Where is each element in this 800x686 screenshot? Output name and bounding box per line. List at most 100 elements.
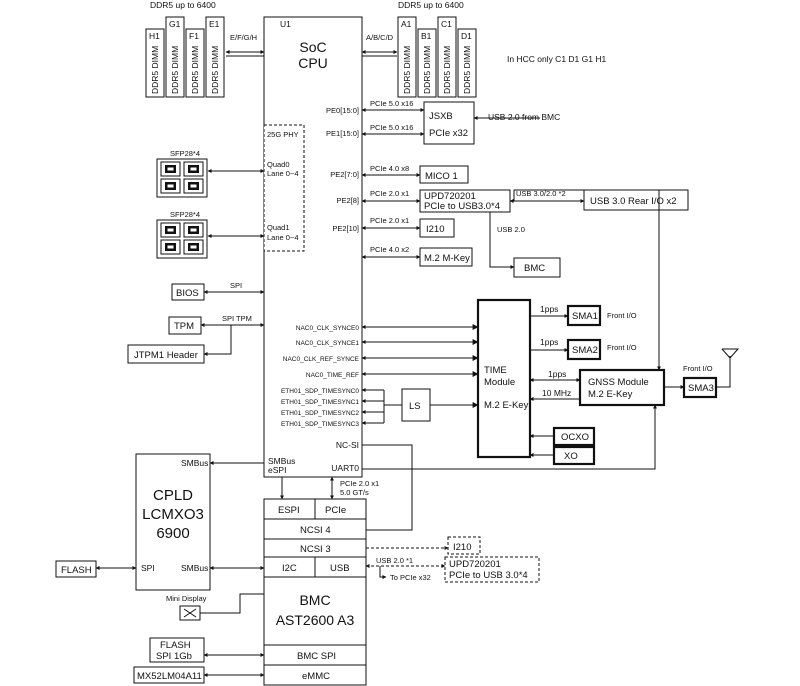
mico-box <box>419 165 469 184</box>
cpld-label-1: CPLD <box>153 487 193 504</box>
mini-display-label: Mini Display <box>166 594 207 603</box>
link-pcie40x2: PCIe 4.0 x2 <box>370 245 409 254</box>
time-label-2: Module <box>484 377 515 388</box>
bmc-ncsi3: NCSI 3 <box>300 544 331 555</box>
cpld-label-3: 6900 <box>156 525 189 542</box>
sfp-label-1: SFP28*4 <box>170 149 200 158</box>
cpld-smbus-bot: SMBus <box>181 563 208 573</box>
ls-label: LS <box>409 401 421 412</box>
pps-label-2: 1pps <box>540 337 558 347</box>
dimm-label-f1: F1 <box>189 31 199 41</box>
cpld-spi: SPI <box>141 563 155 573</box>
pin-espi: eSPI <box>268 465 286 475</box>
bmc-subtitle: AST2600 A3 <box>276 612 355 628</box>
pin-eth-sdp1: ETH01_SDP_TIMESYNC1 <box>281 399 359 406</box>
dimm-type-e1: DDR5 DIMM <box>210 46 220 94</box>
ddr-left-title: DDR5 up to 6400 <box>150 0 216 10</box>
pin-smbus: SMBus <box>268 456 295 466</box>
dimm-b1 <box>417 28 437 98</box>
dimm-e1 <box>205 16 225 98</box>
spi-label: SPI <box>230 281 242 290</box>
quad0-label: Quad0 <box>267 160 290 169</box>
ocxo-label: OCXO <box>561 432 589 443</box>
pin-uart0: UART0 <box>331 463 359 473</box>
pps-label-3: 1pps <box>548 369 566 379</box>
m2-mkey-label: M.2 M-Key <box>424 253 470 264</box>
usb20-from-bmc: USB 2.0 from BMC <box>488 112 560 122</box>
dimm-c1 <box>437 16 457 98</box>
dimm-type-b1: DDR5 DIMM <box>422 46 432 94</box>
dimm-label-d1: D1 <box>461 31 472 41</box>
cpu-ref: U1 <box>280 19 291 29</box>
time-label-1: TIME <box>484 365 507 376</box>
ddr-right-group: A1 B1 C1 D1 DDR5 DIMM DDR5 DIMM DDR5 DIM… <box>397 16 477 98</box>
i210-bot-box <box>447 536 481 555</box>
bmc-small-box <box>513 257 561 278</box>
bmc-i2c: I2C <box>282 563 297 574</box>
flash-spi-box <box>149 637 205 663</box>
mini-display-link <box>200 593 264 614</box>
front-io-label-2: Front I/O <box>607 343 637 352</box>
jtpm-link <box>203 325 232 356</box>
ls-lines <box>361 388 402 425</box>
link-pcie40x8: PCIe 4.0 x8 <box>370 164 409 173</box>
m2-mkey-box <box>419 247 473 267</box>
mx52-label: MX52LM04A11 <box>137 671 202 682</box>
bmc-pcie: PCIe <box>325 505 346 516</box>
sfp-label-2: SFP28*4 <box>170 210 200 219</box>
pin-pe2-8: PE2[8] <box>336 196 359 205</box>
bmc-ncsi4: NCSI 4 <box>300 525 331 536</box>
link-pcie50x16b: PCIe 5.0 x16 <box>370 123 413 132</box>
quad1-label: Quad1 <box>267 223 290 232</box>
dimm-type-d1: DDR5 DIMM <box>462 46 472 94</box>
sma3-label: SMA3 <box>688 383 714 394</box>
cpld-label-2: LCMXO3 <box>142 506 204 523</box>
flash-box <box>55 560 97 578</box>
ddr-right-bus: A/B/C/D <box>366 33 394 42</box>
antenna-icon <box>716 348 740 388</box>
pin-nac0-clk-sync1: NAC0_CLK_SYNCE1 <box>296 340 360 347</box>
ddr-left-group: H1 G1 F1 E1 DDR5 DIMM DDR5 DIMM DDR5 DIM… <box>145 16 225 98</box>
usb-to-gnss-link <box>510 189 661 371</box>
upd720201-bot-label: UPD720201 <box>449 559 501 570</box>
tpm-label: TPM <box>174 321 194 332</box>
dimm-label-h1: H1 <box>149 31 160 41</box>
dimm-type-g1: DDR5 DIMM <box>170 46 180 94</box>
upd720201-bot-box <box>444 556 540 583</box>
dimm-label-g1: G1 <box>169 19 181 29</box>
dimm-a1 <box>397 16 417 98</box>
pps-label-1: 1pps <box>540 304 558 314</box>
cpld-smbus-top: SMBus <box>181 458 208 468</box>
jsxb-sublabel: PCIe x32 <box>429 128 468 139</box>
bmc-emmc: eMMC <box>302 671 330 682</box>
bmc-title: BMC <box>299 592 330 608</box>
flash-label: FLASH <box>61 565 92 576</box>
dimm-type-f1: DDR5 DIMM <box>190 46 200 94</box>
gnss-label-1: GNSS Module <box>588 377 649 388</box>
uart0-gnss-link <box>362 404 657 470</box>
bmc-spi: BMC SPI <box>297 651 336 662</box>
jsxb-label: JSXB <box>429 111 453 122</box>
bmc-pcie-label1: PCIe 2.0 x1 <box>340 479 379 488</box>
cpu-title-2: CPU <box>298 55 328 71</box>
xo-box <box>552 445 596 466</box>
dimm-label-b1: B1 <box>421 31 432 41</box>
xo-label: XO <box>564 451 578 462</box>
upd720201-top-label: UPD720201 <box>424 191 476 202</box>
bmc-usb: USB <box>330 563 350 574</box>
pin-eth-sdp0: ETH01_SDP_TIMESYNC0 <box>281 388 359 395</box>
pin-eth-sdp2: ETH01_SDP_TIMESYNC2 <box>281 410 359 417</box>
ncsi-bmc-link <box>361 444 413 532</box>
usb-rear-io-label: USB 3.0 Rear I/O x2 <box>590 196 677 207</box>
pin-eth-sdp3: ETH01_SDP_TIMESYNC3 <box>281 421 359 428</box>
usb20-bmc-link <box>489 212 515 269</box>
sma1-label: SMA1 <box>572 311 598 322</box>
bmc-espi: ESPI <box>278 505 300 516</box>
front-io-label-3: Front I/O <box>683 364 713 373</box>
phy-25g-label: 25G PHY <box>267 130 299 139</box>
pin-nac0-time-ref: NAC0_TIME_REF <box>306 372 359 379</box>
flash-spi-label-2: SPI 1Gb <box>156 651 192 662</box>
i210-bot-label: I210 <box>453 542 472 553</box>
bios-label: BIOS <box>176 288 199 299</box>
usb30-20-label: USB 3.0/2.0 *2 <box>516 189 566 198</box>
